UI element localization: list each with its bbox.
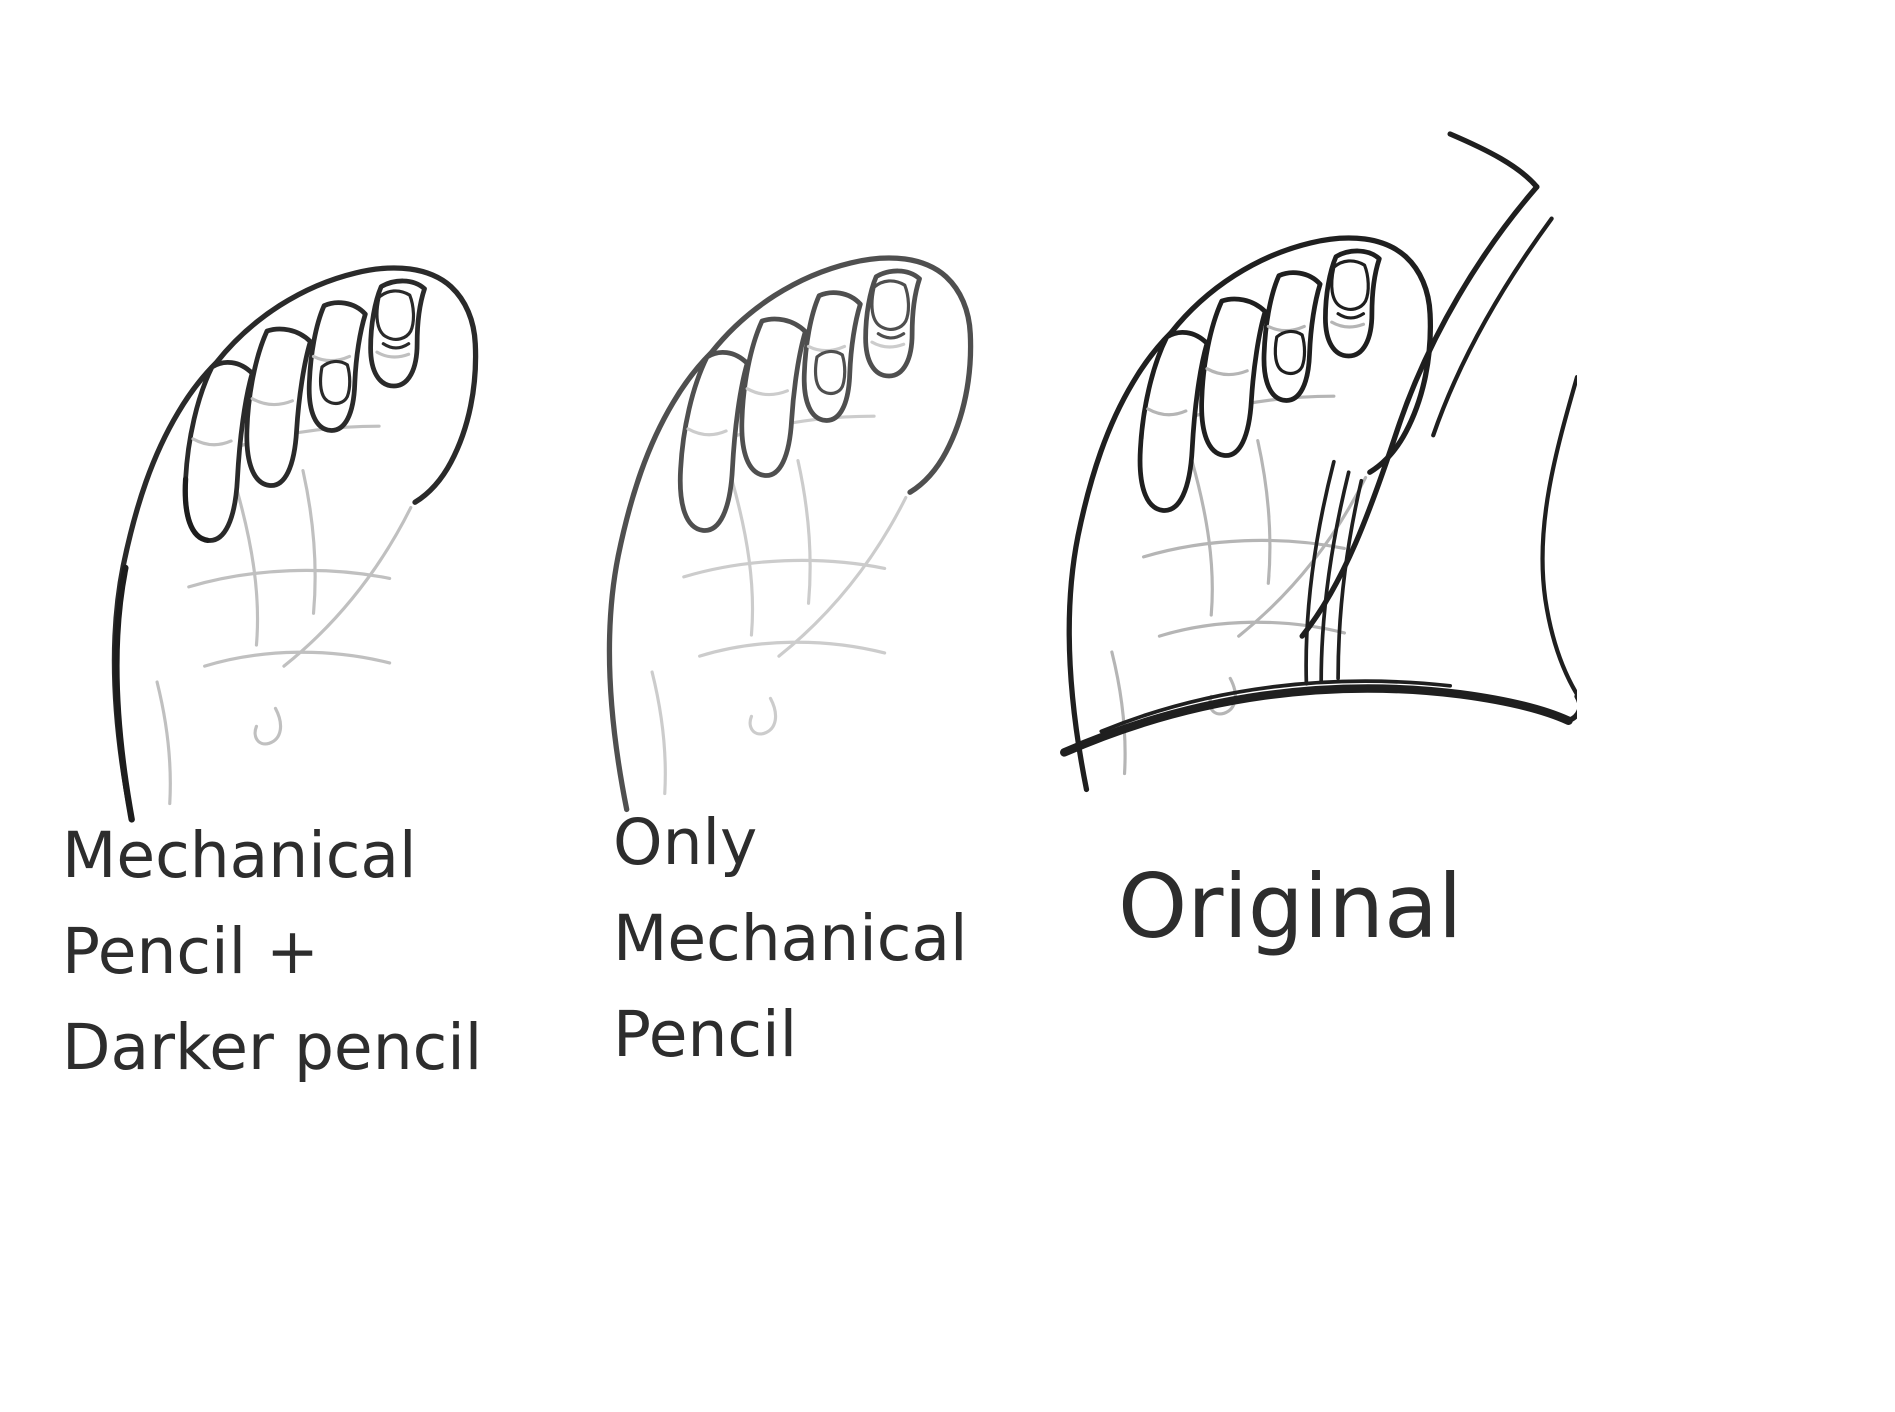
caption-mechanical-only: Only Mechanical Pencil: [613, 795, 967, 1083]
hand-sketch-mechanical-plus-darker: [30, 90, 485, 823]
caption-mechanical-plus-darker: Mechanical Pencil + Darker pencil: [62, 808, 482, 1096]
hand-sketch-mechanical-only: [525, 80, 980, 820]
caption-line: Mechanical: [62, 819, 417, 892]
caption-original: Original: [1118, 852, 1462, 962]
caption-line: Only: [613, 806, 758, 879]
caption-line: Mechanical: [613, 902, 968, 975]
hand-sketch-original: [985, 60, 1577, 800]
caption-line: Darker pencil: [62, 1011, 483, 1084]
caption-line: Original: [1118, 855, 1463, 958]
caption-line: Pencil: [613, 998, 798, 1071]
caption-line: Pencil +: [62, 915, 319, 988]
